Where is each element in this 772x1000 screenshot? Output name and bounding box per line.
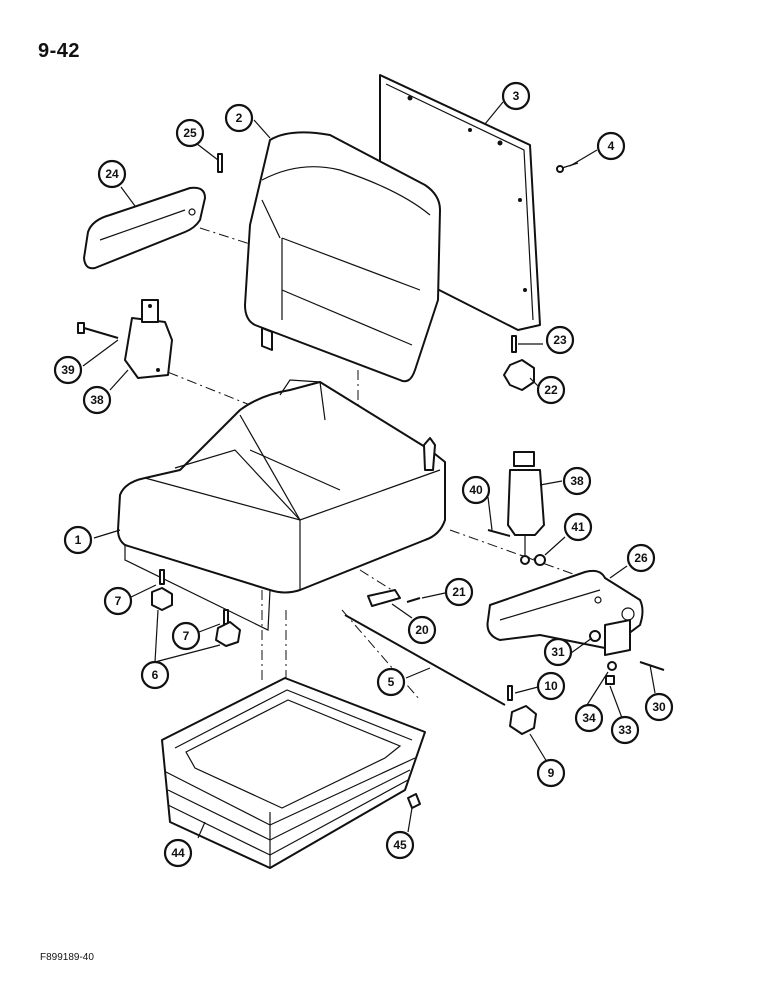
svg-text:7: 7 xyxy=(183,629,190,643)
pin xyxy=(511,335,517,353)
callout-34: 34 xyxy=(574,703,604,733)
callout-31: 31 xyxy=(543,637,573,667)
suspension-bellows xyxy=(161,677,426,869)
seat-belt-buckle xyxy=(507,451,545,565)
bolt xyxy=(77,322,119,339)
callout-3: 3 xyxy=(501,81,531,111)
armrest-right xyxy=(486,569,644,656)
svg-text:3: 3 xyxy=(513,89,520,103)
fastener xyxy=(407,793,421,809)
callout-45: 45 xyxy=(385,830,415,860)
svg-text:6: 6 xyxy=(152,668,159,682)
svg-text:39: 39 xyxy=(61,363,75,377)
washer xyxy=(534,554,546,566)
callout-7: 7 xyxy=(103,586,133,616)
callout-38: 38 xyxy=(562,466,592,496)
rod xyxy=(344,614,506,706)
bracket xyxy=(367,589,401,607)
callout-44: 44 xyxy=(163,838,193,868)
svg-text:44: 44 xyxy=(171,846,185,860)
svg-text:26: 26 xyxy=(634,551,648,565)
knob xyxy=(215,621,241,647)
svg-text:9: 9 xyxy=(548,766,555,780)
page-number: 9-42 xyxy=(38,40,81,62)
callout-25: 25 xyxy=(175,118,205,148)
svg-text:38: 38 xyxy=(90,393,104,407)
knob xyxy=(509,705,537,735)
seat-back-cushion xyxy=(244,131,441,383)
callout-7: 7 xyxy=(171,621,201,651)
figure-id: F899189-40 xyxy=(40,952,94,963)
svg-text:21: 21 xyxy=(452,585,466,599)
callout-22: 22 xyxy=(536,375,566,405)
svg-text:2: 2 xyxy=(236,111,243,125)
svg-text:31: 31 xyxy=(551,645,565,659)
callout-24: 24 xyxy=(97,159,127,189)
callout-39: 39 xyxy=(53,355,83,385)
callout-21: 21 xyxy=(444,577,474,607)
svg-text:30: 30 xyxy=(652,700,666,714)
svg-text:45: 45 xyxy=(393,838,407,852)
pin xyxy=(507,685,513,701)
seat-cushion xyxy=(117,379,446,631)
callout-38: 38 xyxy=(82,385,112,415)
svg-text:33: 33 xyxy=(618,723,632,737)
svg-text:38: 38 xyxy=(570,474,584,488)
callout-23: 23 xyxy=(545,325,575,355)
armrest-left xyxy=(83,186,206,270)
callout-30: 30 xyxy=(644,692,674,722)
spacer xyxy=(589,630,601,642)
svg-text:1: 1 xyxy=(75,533,82,547)
svg-text:22: 22 xyxy=(544,383,558,397)
seat-belt-bracket-left xyxy=(124,299,173,379)
svg-text:41: 41 xyxy=(571,520,585,534)
svg-text:7: 7 xyxy=(115,594,122,608)
svg-text:34: 34 xyxy=(582,711,596,725)
pin xyxy=(217,153,223,173)
callout-26: 26 xyxy=(626,543,656,573)
knob xyxy=(151,587,173,611)
callout-6: 6 xyxy=(140,660,170,690)
callout-5: 5 xyxy=(376,667,406,697)
svg-text:23: 23 xyxy=(553,333,567,347)
pin xyxy=(159,569,165,585)
svg-text:5: 5 xyxy=(388,675,395,689)
screw xyxy=(406,597,421,603)
svg-text:4: 4 xyxy=(608,139,615,153)
svg-text:25: 25 xyxy=(183,126,197,140)
callout-4: 4 xyxy=(596,131,626,161)
svg-text:40: 40 xyxy=(469,483,483,497)
knob xyxy=(503,359,535,391)
leader-lines xyxy=(82,101,656,839)
callout-40: 40 xyxy=(461,475,491,505)
nut xyxy=(605,675,615,685)
callout-33: 33 xyxy=(610,715,640,745)
bolt xyxy=(487,529,511,537)
callout-1: 1 xyxy=(63,525,93,555)
callout-10: 10 xyxy=(536,671,566,701)
callout-20: 20 xyxy=(407,615,437,645)
pin xyxy=(223,609,229,625)
bolt xyxy=(639,661,665,671)
washer xyxy=(607,661,617,671)
svg-text:10: 10 xyxy=(544,679,558,693)
svg-text:24: 24 xyxy=(105,167,119,181)
svg-text:20: 20 xyxy=(415,623,429,637)
callout-2: 2 xyxy=(224,103,254,133)
screw xyxy=(556,162,579,173)
callout-9: 9 xyxy=(536,758,566,788)
callout-41: 41 xyxy=(563,512,593,542)
